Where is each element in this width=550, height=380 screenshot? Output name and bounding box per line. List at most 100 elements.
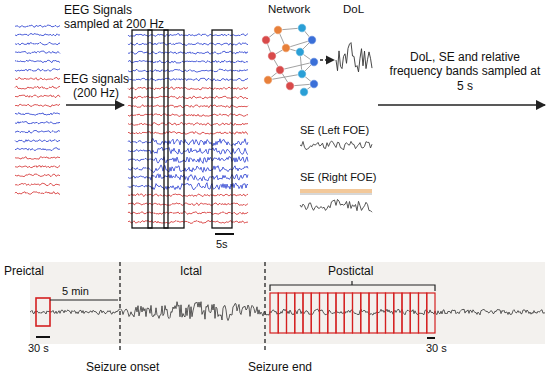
window-box xyxy=(402,293,410,333)
window-box xyxy=(336,293,344,333)
text-label: Preictal xyxy=(4,264,44,278)
network-node xyxy=(310,58,318,66)
signal-trace xyxy=(15,104,60,107)
network-node xyxy=(276,66,284,74)
eeg-traces xyxy=(15,25,545,321)
interval-line xyxy=(50,300,118,301)
text-label: EEG signals (200 Hz) xyxy=(62,72,130,101)
network-node xyxy=(296,48,304,56)
signal-trace xyxy=(15,140,60,142)
signal-trace xyxy=(15,166,60,168)
signal-trace xyxy=(15,42,60,45)
window-box xyxy=(361,293,369,333)
window-box xyxy=(328,293,336,333)
signal-trace xyxy=(300,141,372,150)
signal-trace xyxy=(15,113,60,116)
network-edge xyxy=(280,62,314,70)
text-label: Network xyxy=(268,3,310,17)
signal-trace xyxy=(128,194,248,197)
network-edge xyxy=(268,74,302,80)
signal-trace xyxy=(15,148,60,151)
signal-trace xyxy=(15,25,60,27)
window-box xyxy=(344,293,352,333)
seizure-end-line xyxy=(264,262,265,352)
epoch-windows xyxy=(132,30,232,228)
window-box xyxy=(303,293,311,333)
timeline-ground xyxy=(30,262,545,344)
signal-trace xyxy=(128,114,248,117)
text-label: SE (Right FOE) xyxy=(300,171,376,184)
signal-trace xyxy=(128,157,248,164)
network-node xyxy=(310,80,318,88)
signal-trace xyxy=(336,43,372,72)
signal-trace xyxy=(128,123,248,126)
window-box xyxy=(295,293,303,333)
signal-trace xyxy=(15,34,60,36)
flow-arrow xyxy=(378,104,545,106)
window-box xyxy=(320,293,328,333)
band xyxy=(300,189,372,193)
network-node xyxy=(298,70,306,78)
signal-trace xyxy=(15,174,60,177)
network-graph xyxy=(262,24,318,96)
signal-trace xyxy=(128,51,248,54)
signal-trace xyxy=(15,122,60,124)
signal-trace xyxy=(15,60,60,63)
window-box xyxy=(427,293,435,333)
text-label: Seizure end xyxy=(248,360,312,374)
network-node xyxy=(262,36,270,44)
window-box xyxy=(353,293,361,333)
signal-trace xyxy=(15,183,60,186)
signal-trace xyxy=(128,87,248,90)
signal-trace xyxy=(128,147,248,154)
text-label: SE (Left FOE) xyxy=(300,124,369,137)
network-node xyxy=(282,44,290,52)
signal-trace xyxy=(128,69,248,72)
text-label: Seizure onset xyxy=(86,360,159,374)
network-node xyxy=(264,76,272,84)
window-box xyxy=(287,293,295,333)
seizure-onset-line xyxy=(119,262,120,352)
signal-trace xyxy=(128,221,248,224)
network-node xyxy=(268,52,276,60)
signal-trace xyxy=(15,157,60,160)
scale-bar xyxy=(36,336,50,338)
network-node xyxy=(274,26,282,34)
bracket xyxy=(270,281,435,291)
window-box xyxy=(410,293,418,333)
signal-trace xyxy=(15,51,60,53)
signal-trace xyxy=(128,131,248,134)
text-label: 30 s xyxy=(28,342,49,355)
network-node xyxy=(308,36,316,44)
signal-trace xyxy=(15,131,60,134)
signal-trace xyxy=(15,192,60,195)
window-box xyxy=(311,293,319,333)
text-label: 5 min xyxy=(62,285,89,298)
text-label: 5s xyxy=(216,238,228,251)
flow-arrow xyxy=(66,104,124,106)
signal-trace xyxy=(15,86,60,89)
signal-trace xyxy=(15,95,60,97)
postictal-windows xyxy=(270,293,435,333)
window-box xyxy=(278,293,286,333)
text-label: 30 s xyxy=(426,342,447,355)
signal-trace xyxy=(300,199,372,212)
text-label: DoL xyxy=(343,3,364,17)
network-node xyxy=(300,88,308,96)
network-node xyxy=(298,24,306,32)
window-box xyxy=(36,298,50,326)
signal-trace xyxy=(128,43,248,46)
signal-trace xyxy=(128,105,248,108)
signal-trace xyxy=(128,96,248,99)
scale-bar xyxy=(215,233,234,235)
text-label: Postictal xyxy=(328,264,373,278)
scale-bar xyxy=(427,337,435,339)
window-box xyxy=(394,293,402,333)
window-box xyxy=(419,293,427,333)
text-label: Ictal xyxy=(180,264,202,278)
band-line xyxy=(300,194,372,195)
signal-trace xyxy=(30,302,545,321)
signal-trace xyxy=(128,212,248,215)
signal-trace xyxy=(128,34,248,37)
signal-trace xyxy=(128,60,248,63)
